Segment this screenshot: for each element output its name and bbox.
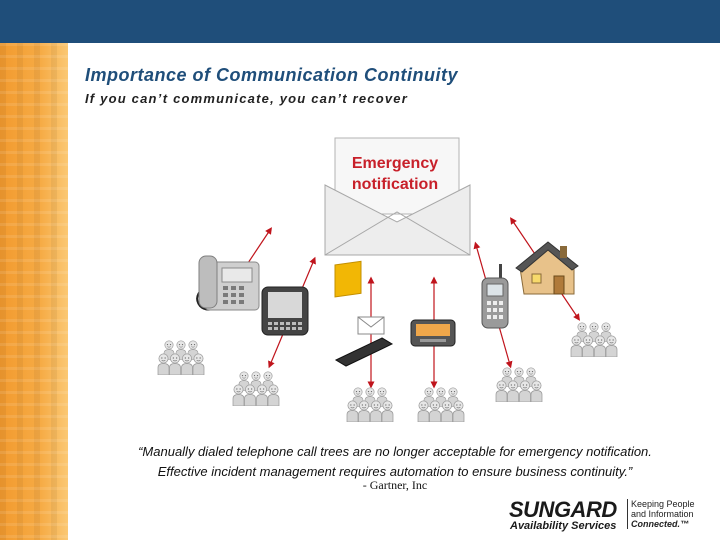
logo-tagline: Keeping People and Information Connected… xyxy=(631,499,695,529)
quote-attribution: - Gartner, Inc xyxy=(362,478,428,492)
gartner-quote: “Manually dialed telephone call trees ar… xyxy=(70,442,720,482)
header-bar xyxy=(0,0,720,43)
envelope-icon: Emergency notification xyxy=(324,137,471,256)
people-group-icon xyxy=(233,372,279,406)
logo-brand: SUNGARD xyxy=(509,497,617,522)
tagline-line-1: Keeping People xyxy=(631,499,695,509)
pda-icon xyxy=(261,286,309,336)
pager-icon xyxy=(410,319,456,347)
sungard-logo: SUNGARD Availability Services Keeping Pe… xyxy=(509,497,709,533)
envelope-text-1: Emergency xyxy=(352,155,438,172)
logo-separator xyxy=(627,499,628,529)
people-group-icon xyxy=(347,388,393,422)
quote-line-2: Effective incident management requires a… xyxy=(157,464,633,479)
people-group-icon xyxy=(158,341,204,375)
slide-title: Importance of Communication Continuity xyxy=(85,65,458,85)
people-group-icon xyxy=(571,323,617,357)
tagline-line-3: Connected.™ xyxy=(631,519,690,529)
house-icon xyxy=(515,241,579,295)
slide-subtitle: If you can’t communicate, you can’t reco… xyxy=(85,91,408,106)
people-group-icon xyxy=(496,368,542,402)
left-decorative-band xyxy=(0,43,68,540)
cell-phone-icon xyxy=(481,264,509,329)
quote-line-1: “Manually dialed telephone call trees ar… xyxy=(138,444,652,459)
envelope-text-2: notification xyxy=(352,176,438,193)
people-group-icon xyxy=(418,388,464,422)
desk-phone-icon xyxy=(196,255,260,311)
tagline-line-2: and Information xyxy=(631,509,694,519)
laptop-email-icon xyxy=(334,260,394,367)
logo-brand-sub: Availability Services xyxy=(510,520,617,532)
